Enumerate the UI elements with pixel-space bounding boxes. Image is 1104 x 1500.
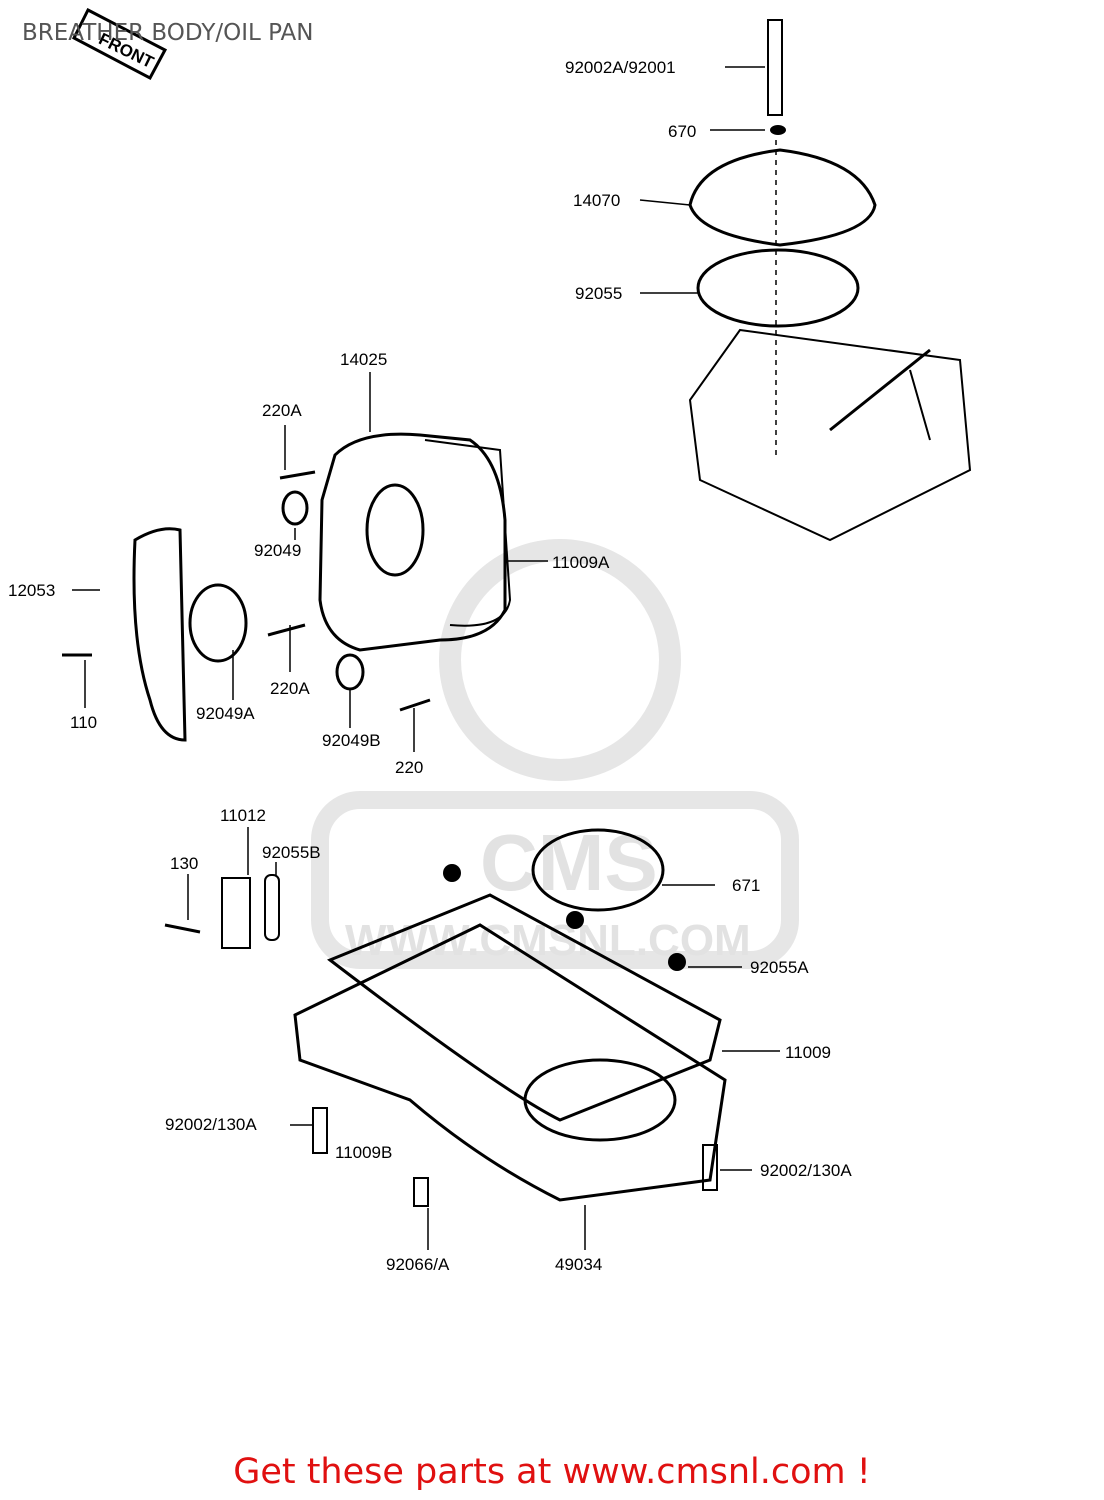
label-220A-top: 220A: [262, 401, 302, 420]
breather-body-group: [62, 432, 512, 742]
label-92066-A: 92066/A: [386, 1255, 450, 1274]
bolt-220A-top: [279, 470, 316, 480]
label-11009A: 11009A: [552, 553, 610, 572]
label-49034: 49034: [555, 1255, 602, 1274]
label-92002-130A-left: 92002/130A: [165, 1115, 257, 1134]
label-14025: 14025: [340, 350, 387, 369]
label-92055: 92055: [575, 284, 622, 303]
label-11009B: 11009B: [335, 1143, 392, 1162]
label-671: 671: [732, 876, 760, 895]
watermark-logo: CMS: [480, 818, 658, 907]
breather-cover-group: [688, 19, 972, 542]
washer-670: [770, 125, 786, 135]
breather-body-14025: [318, 432, 507, 652]
seal-92049A: [188, 583, 248, 663]
label-130: 130: [170, 854, 198, 873]
label-92049A: 92049A: [196, 704, 255, 723]
watermark: CMS WWW.CMSNL.COM: [311, 539, 799, 969]
label-110: 110: [70, 713, 97, 732]
gasket-11009: [327, 893, 722, 1122]
label-14070: 14070: [573, 191, 620, 210]
o-ring-671: [531, 828, 665, 912]
seal-92049: [281, 490, 309, 526]
label-92055B: 92055B: [262, 843, 321, 862]
label-92002A-92001: 92002A/92001: [565, 58, 676, 77]
o-ring-92055B: [264, 874, 280, 941]
label-92049: 92049: [254, 541, 301, 560]
bolt-130: [164, 923, 201, 934]
label-220A-mid: 220A: [270, 679, 310, 698]
breather-cover-14070: [688, 148, 877, 247]
label-92049B: 92049B: [322, 731, 381, 750]
seal-92049B: [335, 653, 365, 691]
strainer-11012: [221, 877, 251, 949]
cover-12053: [132, 527, 187, 742]
bolt-92002A: [767, 19, 783, 116]
label-220: 220: [395, 758, 423, 777]
o-ring-92055: [696, 248, 860, 328]
label-670: 670: [668, 122, 696, 141]
drain-plug-92066: [413, 1177, 429, 1207]
label-12053: 12053: [8, 581, 55, 600]
label-11012: 11012: [220, 806, 266, 825]
gasket-11009A: [424, 439, 512, 627]
part-labels: 92002A/92001 670 14070 92055 14025 220A …: [8, 58, 852, 1274]
leader-lines: [72, 66, 780, 1250]
watermark-text: WWW.CMSNL.COM: [345, 916, 751, 965]
washer-92055A: [668, 953, 686, 971]
label-92055A: 92055A: [750, 958, 809, 977]
bolt-220: [399, 698, 431, 712]
page-title: BREATHER BODY/OIL PAN: [22, 20, 314, 46]
footer-link[interactable]: Get these parts at www.cmsnl.com !: [233, 1452, 871, 1492]
label-11009: 11009: [785, 1043, 831, 1062]
oil-pan-group: [164, 828, 727, 1207]
bolt-220A-mid: [267, 623, 306, 637]
oil-pan-49034: [293, 923, 727, 1202]
label-92002-130A-right: 92002/130A: [760, 1161, 852, 1180]
